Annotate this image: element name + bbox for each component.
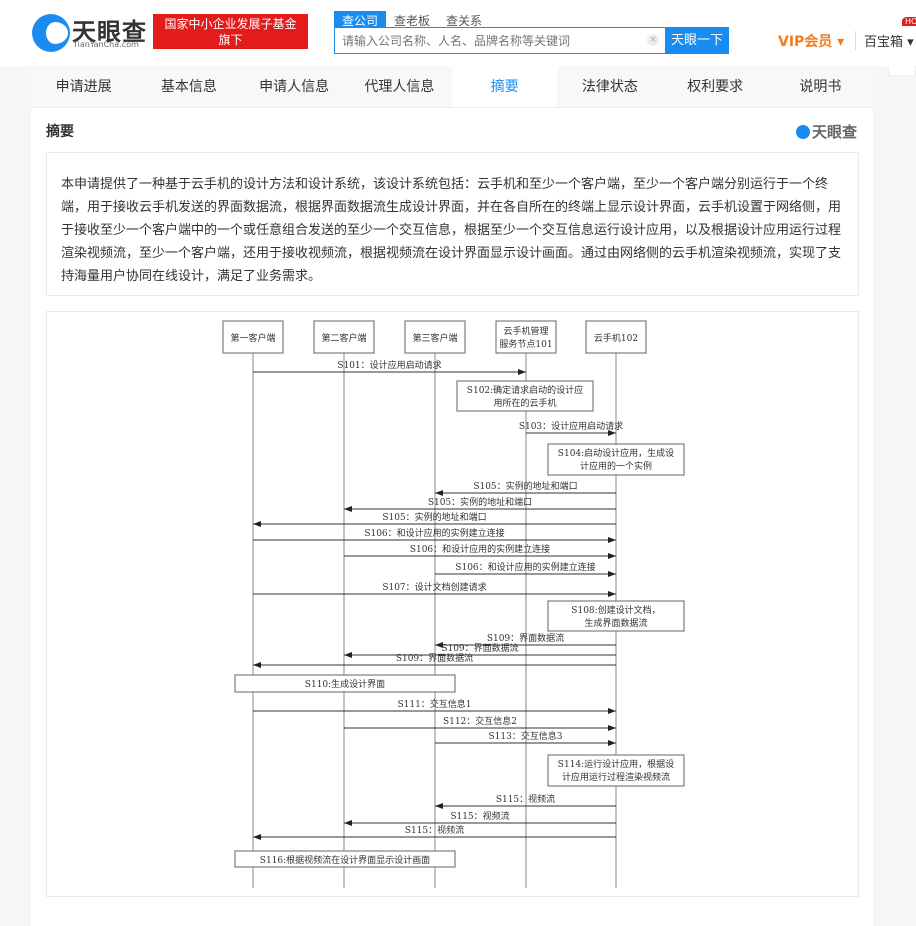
note-box: [234, 850, 456, 868]
message-label: S105：实例的地址和端口: [428, 496, 532, 508]
participant-box: [313, 320, 375, 354]
tab-2[interactable]: 申请人信息: [259, 79, 330, 95]
participant-box: [585, 320, 647, 354]
note-label: 计应用的一个实例: [580, 460, 652, 472]
participant-box: [404, 320, 466, 354]
participant-label: 第二客户端: [321, 332, 366, 344]
participant-box: [495, 320, 557, 354]
message-label: S107：设计文档创建请求: [382, 581, 486, 593]
search-tab-boss[interactable]: 查老板: [394, 14, 431, 28]
baoxiang-menu[interactable]: 百宝箱 ▾: [855, 31, 914, 50]
note-box: [456, 380, 594, 412]
vip-menu[interactable]: VIP会员 ▾: [778, 34, 845, 50]
hot-badge: HOT: [902, 17, 916, 26]
note-label: S102:确定请求启动的设计应: [467, 384, 583, 396]
message-label: S109：界面数据流: [487, 632, 564, 644]
search-tab-company[interactable]: 查公司: [334, 11, 387, 28]
message-label: S111：交互信息1: [397, 698, 471, 710]
note-label: S114:运行设计应用，根据设: [558, 758, 674, 770]
participant-label: 云手机102: [594, 332, 638, 344]
note-box: [547, 443, 685, 476]
badge-line1: 国家中小企业发展子基金旗下: [164, 17, 297, 47]
note-label: 用所在的云手机: [493, 397, 556, 409]
logo-subtext: TianYanCha.com: [73, 40, 139, 49]
official-badge: 国家中小企业发展子基金旗下 官方备案企业征信机构: [153, 14, 308, 63]
watermark-text: 天眼查: [811, 123, 857, 141]
message-label: S113：交互信息3: [488, 730, 562, 742]
abstract-text: 本申请提供了一种基于云手机的设计方法和设计系统，该设计系统包括：云手机和至少一个…: [46, 152, 859, 296]
participant-box: [222, 320, 284, 354]
tianyancha-logo-icon: [795, 125, 810, 139]
participant-label: 服务节点101: [499, 338, 552, 350]
tab-5[interactable]: 法律状态: [581, 79, 638, 95]
tab-6[interactable]: 权利要求: [687, 79, 744, 95]
search-tab-relation[interactable]: 查关系: [446, 14, 483, 28]
note-box: [547, 754, 685, 787]
search-tabs: 查公司 查老板 查关系: [334, 11, 490, 28]
patent-card: 申请进展基本信息申请人信息代理人信息摘要法律状态权利要求说明书 摘要 天眼查 本…: [31, 66, 873, 926]
message-label: S115：视频流: [496, 793, 555, 805]
tianyancha-logo-icon[interactable]: [32, 14, 70, 52]
badge-line2: 官方备案企业征信机构: [170, 49, 291, 63]
note-label: S110:生成设计界面: [305, 678, 385, 690]
note-label: 生成界面数据流: [584, 617, 647, 629]
clear-icon[interactable]: ×: [647, 34, 659, 46]
search-input[interactable]: [335, 28, 635, 53]
message-label: S109：界面数据流: [441, 642, 518, 654]
message-label: S115：视频流: [405, 824, 464, 836]
message-label: S105：实例的地址和端口: [382, 511, 486, 523]
note-label: S104:启动设计应用，生成设: [558, 447, 674, 459]
section-title: 摘要: [46, 124, 74, 140]
message-label: S106：和设计应用的实例建立连接: [410, 543, 550, 555]
tab-3[interactable]: 代理人信息: [364, 79, 435, 95]
tab-0[interactable]: 申请进展: [55, 79, 112, 95]
participant-label: 第一客户端: [230, 332, 275, 344]
tab-1[interactable]: 基本信息: [160, 79, 217, 95]
message-label: S109：界面数据流: [396, 652, 473, 664]
message-label: S106：和设计应用的实例建立连接: [364, 527, 504, 539]
note-label: S108:创建设计文档，: [571, 604, 660, 616]
message-label: S103：设计应用启动请求: [519, 420, 623, 432]
note-box: [547, 600, 685, 632]
top-header: 天眼查 TianYanCha.com 国家中小企业发展子基金旗下 官方备案企业征…: [0, 0, 916, 66]
participant-label: 第三客户端: [412, 332, 457, 344]
logo-text[interactable]: 天眼查: [72, 18, 147, 46]
message-label: S112：交互信息2: [443, 715, 517, 727]
tab-bar: 申请进展 基本信息 申请人信息 代理人信息 摘要 法律状态 权利要求 说明书: [31, 66, 873, 108]
side-panel: [888, 66, 916, 76]
search-box: × 天眼一下: [334, 27, 729, 54]
tab-4[interactable]: 摘要: [452, 66, 558, 107]
message-label: S115：视频流: [450, 810, 509, 822]
message-label: S106：和设计应用的实例建立连接: [455, 561, 595, 573]
note-box: [234, 674, 456, 693]
watermark-logo: 天眼查: [795, 121, 857, 142]
search-button[interactable]: 天眼一下: [665, 27, 729, 54]
note-label: S116:根据视频流在设计界面显示设计画面: [260, 854, 430, 866]
participant-label: 云手机管理: [503, 325, 548, 337]
message-label: S105：实例的地址和端口: [473, 480, 577, 492]
note-label: 计应用运行过程渲染视频流: [562, 771, 670, 783]
tab-7[interactable]: 说明书: [799, 79, 842, 95]
message-label: S101：设计应用启动请求: [337, 359, 441, 371]
